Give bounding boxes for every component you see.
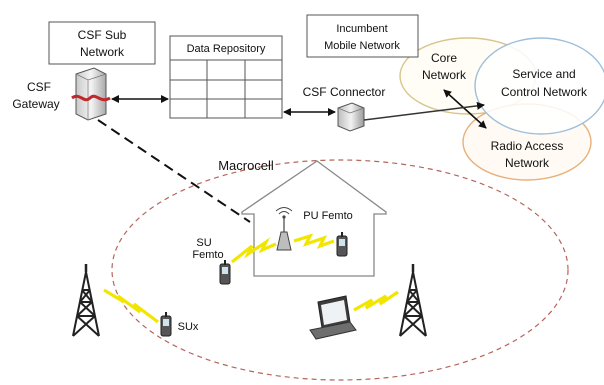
su-femto-label-2: Femto [192,249,223,261]
incumbent-mobile-network-label-2: Mobile Network [324,40,400,52]
radio-access-network-label-2: Network [505,156,550,170]
sux-phone-icon [160,311,172,337]
incumbent-mobile-network-box [306,14,419,58]
core-radio-link-arrow [443,89,487,129]
csf-sub-network-box [48,21,156,65]
zigzag-femto-su [231,237,277,264]
connector-core-link [363,101,485,121]
csf-sub-network-label-1: CSF Sub [78,28,127,42]
radio-access-network-label-1: Radio Access [491,139,564,153]
pu-femto-label: PU Femto [303,210,353,222]
csf-sub-network-label-2: Network [80,45,125,59]
zigzag-laptop-tower [353,290,399,312]
macrocell-boundary [111,159,569,381]
sux-label: SUx [178,321,199,333]
csf-gateway-label-2: Gateway [12,97,59,111]
macrocell-label: Macrocell [218,158,274,173]
connector-box-icon [337,102,365,132]
su-femto-label-1: SU [196,237,211,249]
zigzag-femto-pu [293,233,335,249]
su-phone-icon [219,259,231,285]
csf-connector-label: CSF Connector [303,85,386,99]
femto-router-icon [275,207,293,251]
service-control-network-label-2: Control Network [501,85,588,99]
service-control-network-ring [474,37,604,135]
incumbent-mobile-network-label-1: Incumbent [336,23,387,35]
server-gateway-icon [71,67,111,121]
laptop-icon [309,295,357,340]
zigzag-tower-sux [103,288,159,324]
data-repository-label: Data Repository [187,43,266,55]
gateway-femto-dashed-link [97,119,251,223]
core-network-label-2: Network [422,68,467,82]
cell-tower-icon-left [71,262,101,338]
pu-phone-icon [336,231,348,257]
core-network-label-1: Core [431,51,457,65]
cell-tower-icon-right [398,262,428,338]
csf-gateway-label-1: CSF [27,80,51,94]
data-repository [169,35,283,119]
service-control-network-label-1: Service and [512,67,575,81]
